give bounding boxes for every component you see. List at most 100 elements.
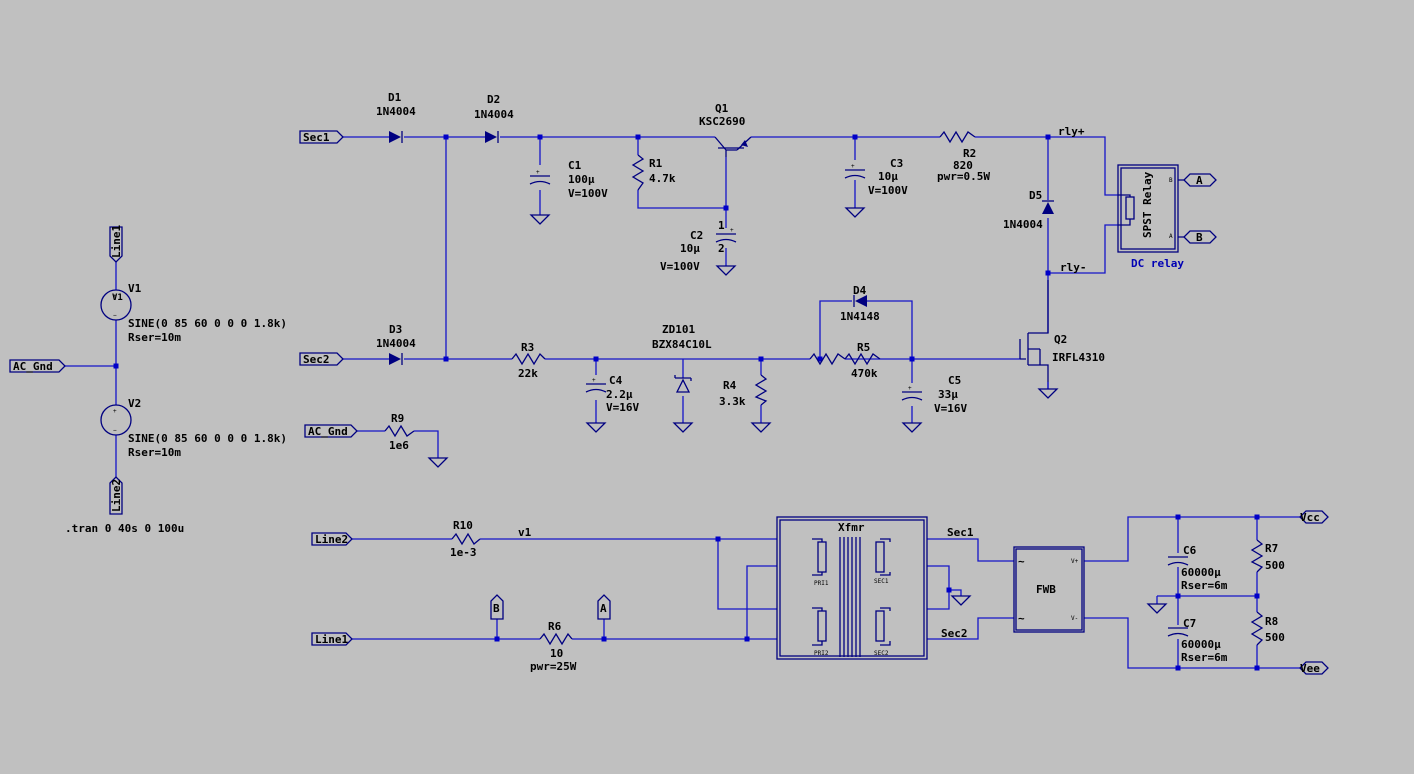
schematic-label: R1	[649, 157, 663, 170]
capacitor-c7[interactable]: C7 60000µ Rser=6m	[1167, 617, 1228, 664]
port-flag-line1-top[interactable]: Line1	[109, 225, 123, 263]
resistor-r8[interactable]: R8 500	[1250, 611, 1285, 646]
schematic-label: R8	[1265, 615, 1278, 628]
schematic-label: Rser=6m	[1181, 579, 1228, 592]
diode-d5[interactable]: D5 1N4004	[1003, 189, 1054, 231]
schematic-label: B	[1169, 177, 1173, 184]
schematic-label: +	[908, 385, 912, 392]
schematic-label: Vcc	[1300, 511, 1320, 524]
schematic-label: R7	[1265, 542, 1278, 555]
schematic-label: R5	[857, 341, 870, 354]
schematic-label: 1N4004	[376, 105, 416, 118]
capacitor-c2[interactable]: + C2 10µ V=100V 1 2	[660, 219, 737, 273]
schematic-label: pwr=0.5W	[937, 170, 990, 183]
schematic-label: C3	[890, 157, 903, 170]
schematic-label: V=16V	[606, 401, 639, 414]
port-flag-vcc[interactable]: Vcc	[1299, 510, 1329, 524]
schematic-label: C4	[609, 374, 623, 387]
schematic-label: 1e6	[389, 439, 409, 452]
schematic-label: +	[113, 293, 117, 300]
capacitor-c6[interactable]: C6 60000µ Rser=6m	[1167, 544, 1228, 592]
ground-symbols	[427, 207, 1168, 614]
port-flag-ac-gnd-left[interactable]: AC_Gnd	[9, 359, 66, 373]
schematic-label: Line2	[315, 533, 348, 546]
port-flag-ac-gnd-r9[interactable]: AC_Gnd	[304, 424, 358, 438]
relay-block[interactable]: SPST Relay B A DC relay	[1117, 164, 1184, 270]
diode-d4[interactable]: D4 1N4148	[840, 284, 880, 323]
diode-d3[interactable]: D3 1N4004	[376, 323, 416, 365]
diode-d2[interactable]: D2 1N4004	[474, 93, 514, 143]
schematic-label: C2	[690, 229, 703, 242]
net-labels: rly+ rly- v1 Sec1 Sec2	[518, 125, 1087, 640]
spice-directive[interactable]: .tran 0 40s 0 100u	[65, 522, 184, 535]
schematic-label: Q1	[715, 102, 729, 115]
schematic-label: AC_Gnd	[13, 360, 53, 373]
schematic-label: R2	[963, 147, 976, 160]
schematic-label: V=100V	[868, 184, 908, 197]
voltage-source-v1[interactable]: V1 + − V1 SINE(0 85 60 0 0 0 1.8k) Rser=…	[100, 282, 287, 344]
diode-d1[interactable]: D1 1N4004	[376, 91, 416, 143]
schematic-label: −	[113, 312, 117, 319]
transformer-xfmr[interactable]: Xfmr PRI1 PRI2 SEC1 SEC2	[776, 516, 928, 660]
resistor-r1[interactable]: R1 4.7k	[631, 154, 676, 191]
schematic-label: R3	[521, 341, 534, 354]
resistor-r6[interactable]: R6 10 pwr=25W	[530, 620, 577, 673]
port-flag-line1-xfmr[interactable]: Line1	[311, 632, 353, 646]
schematic-label: A	[1169, 233, 1173, 240]
schematic-label: B	[1196, 231, 1203, 244]
schematic-label: D4	[853, 284, 867, 297]
resistor-r10[interactable]: R10 1e-3	[450, 519, 481, 559]
schematic-label: C5	[948, 374, 961, 387]
schematic-label: PRI1	[814, 580, 829, 587]
bridge-rectifier-fwb[interactable]: FWB V+ V- ~ ~	[1013, 546, 1085, 633]
schematic-label: V=16V	[934, 402, 967, 415]
schematic-label: +	[113, 408, 117, 415]
resistor-r5[interactable]: R5 470k	[809, 341, 881, 380]
schematic-label: Line1	[315, 633, 348, 646]
schematic-label: 1N4004	[376, 337, 416, 350]
capacitor-c3[interactable]: + C3 10µ V=100V	[844, 157, 908, 197]
schematic-label: Q2	[1054, 333, 1067, 346]
port-flag-line2-xfmr[interactable]: Line2	[311, 532, 353, 546]
port-flag-sec2[interactable]: Sec2	[299, 352, 344, 366]
port-flag-sec1[interactable]: Sec1	[299, 130, 344, 144]
schematic-label: 2.2µ	[606, 388, 633, 401]
transistor-q2[interactable]: Q2 IRFL4310	[1019, 280, 1105, 382]
wires	[65, 136, 1300, 669]
schematic-label: V2	[128, 397, 141, 410]
schematic-label: 500	[1265, 559, 1285, 572]
capacitor-c5[interactable]: + C5 33µ V=16V	[901, 374, 967, 415]
port-flag-b-relay[interactable]: B	[1183, 230, 1217, 244]
transistor-q1[interactable]: Q1 KSC2690	[699, 102, 752, 157]
net-label-sec2: Sec2	[941, 627, 968, 640]
port-flag-b-input[interactable]: B	[490, 594, 504, 620]
schematic-label: Sec1	[303, 131, 330, 144]
resistor-r4[interactable]: R4 3.3k	[719, 374, 768, 408]
schematic-label: R6	[548, 620, 562, 633]
capacitor-c4[interactable]: + C4 2.2µ V=16V	[585, 374, 639, 414]
resistor-r2[interactable]: R2 820 pwr=0.5W	[937, 130, 990, 183]
port-flag-vee[interactable]: Vee	[1299, 661, 1329, 675]
resistor-r9[interactable]: R9 1e6	[384, 412, 415, 452]
schematic-label: V1	[128, 282, 142, 295]
schematic-label: Rser=6m	[1181, 651, 1228, 664]
schematic-label: 1e-3	[450, 546, 477, 559]
capacitor-c1[interactable]: + C1 100µ V=100V	[529, 159, 608, 200]
port-flag-line2-bottom[interactable]: Line2	[109, 476, 123, 515]
port-flag-a-relay[interactable]: A	[1183, 173, 1217, 187]
schematic-label: Line2	[110, 479, 123, 512]
schematic-label: B	[493, 602, 500, 615]
zener-zd101[interactable]: ZD101 BZX84C10L	[652, 323, 712, 393]
port-flag-a-input[interactable]: A	[597, 594, 611, 620]
junction-dots	[113, 134, 1260, 671]
schematic-label: Rser=10m	[128, 446, 181, 459]
voltage-source-v2[interactable]: + − V2 SINE(0 85 60 0 0 0 1.8k) Rser=10m	[100, 397, 287, 459]
schematic-label: D3	[389, 323, 402, 336]
resistor-r7[interactable]: R7 500	[1250, 539, 1285, 573]
schematic-label: +	[851, 163, 855, 170]
schematic-label: 3.3k	[719, 395, 746, 408]
schematic-label: V=100V	[660, 260, 700, 273]
schematic-label: 1	[718, 219, 725, 232]
resistor-r3[interactable]: R3 22k	[511, 341, 546, 380]
